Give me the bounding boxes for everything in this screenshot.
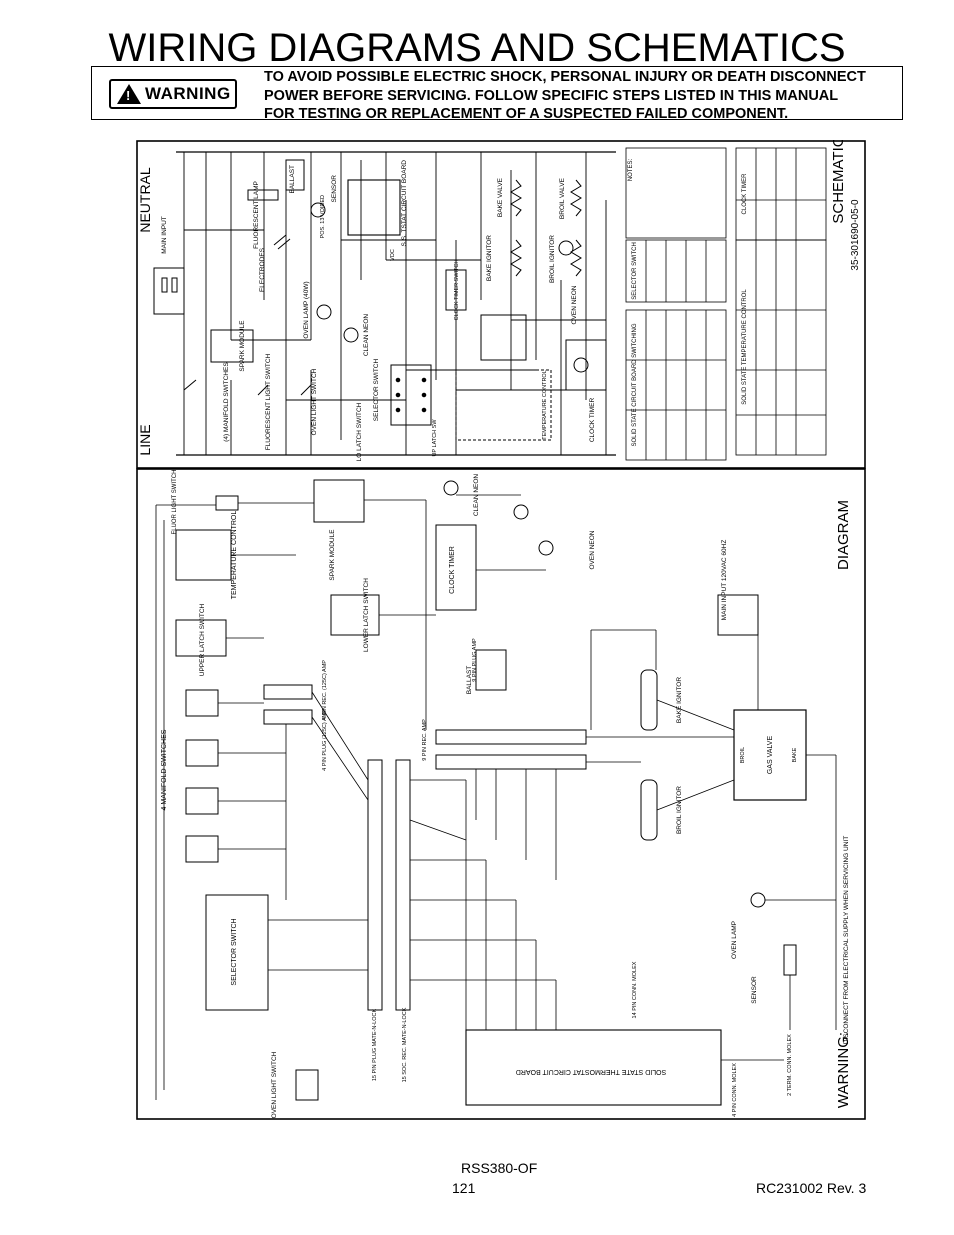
selector-table-title: SELECTOR SWITCH: [632, 242, 638, 300]
d-plug4-label: 4 PIN PLUG (125C) AMP: [322, 709, 328, 771]
footer-page-number: 121: [452, 1180, 476, 1196]
warning-line: TO AVOID POSSIBLE ELECTRIC SHOCK, PERSON…: [264, 69, 866, 85]
broil-valve-label: BROIL VALVE: [559, 177, 566, 219]
d-manifold-label: 4 MANIFOLD SWITCHES: [161, 729, 168, 810]
diagram-section: TEMPERATURE CONTROL UPPER LATCH SWITCH 4…: [155, 470, 852, 1118]
bake-valve-label: BAKE VALVE: [497, 177, 504, 217]
d-lower-latch-label: LOWER LATCH SWITCH: [363, 578, 370, 652]
main-input-label: MAIN INPUT: [161, 216, 168, 254]
diagram-section-label: DIAGRAM: [835, 500, 852, 570]
fluorescent-lamp-label: FLUORESCENT LAMP: [253, 181, 260, 249]
schematic-frame: [136, 140, 866, 469]
clock-timer-table-title: CLOCK TIMER: [742, 173, 748, 215]
up-latch-sw-label: UP LATCH SW: [432, 419, 438, 457]
broil-ignitor-label: BROIL IGNITOR: [549, 235, 556, 283]
clock-timer-label: CLOCK TIMER: [589, 398, 596, 443]
d-ss-board-label: SOLID STATE THERMOSTAT CIRCUIT BOARD: [516, 1068, 666, 1075]
d-valve-broil-label: BROIL: [740, 747, 746, 764]
d-spark-label: SPARK MODULE: [329, 529, 336, 581]
d-fluor-switch-label: FLUOR LIGHT SWITCH: [172, 470, 178, 535]
diagram-warning-label: WARNING:: [835, 1032, 852, 1108]
d-clock-label: CLOCK TIMER: [449, 546, 456, 594]
d-gas-valve-label: GAS VALVE: [767, 736, 774, 775]
d-sensor-label: SENSOR: [751, 976, 758, 1004]
temperature-table-title: SOLID STATE TEMPERATURE CONTROL: [742, 289, 748, 405]
pos13-label: POS. 13 VOIDED: [320, 195, 326, 238]
d-oven-neon-label: OVEN NEON: [589, 530, 596, 569]
neutral-label: NEUTRAL: [137, 167, 153, 233]
d-plug9-label: 9 PIN PLUG AMP: [472, 638, 478, 682]
d-broil-ignitor-label: BROIL IGNITOR: [676, 786, 683, 834]
d-ballast-label: BALLAST: [466, 666, 473, 695]
d-bake-ignitor-label: BAKE IGNITOR: [676, 677, 683, 723]
d-valve-bake-label: BAKE: [792, 747, 798, 762]
d-oven-lamp-label: OVEN LAMP: [731, 921, 738, 959]
warning-text: TO AVOID POSSIBLE ELECTRIC SHOCK, PERSON…: [264, 68, 896, 124]
ballast-label: BALLAST: [289, 165, 296, 194]
electrodes-label: ELECTRODES: [259, 247, 266, 292]
wiring-diagram-figure: NEUTRAL LINE: [136, 140, 866, 1120]
spark-module-label: SPARK MODULE: [239, 320, 246, 372]
d-upper-latch-label: UPPER LATCH SWITCH: [199, 603, 206, 676]
schematic-section-label: SCHEMATIC: [830, 140, 847, 224]
vdc-label: VDC: [390, 249, 396, 261]
manifold-switches-label: (4) MANIFOLD SWITCHES: [223, 362, 230, 442]
d-rec4-label: 4 PIN REC. (125C) AMP: [322, 660, 328, 720]
d-conn2-label: 2 TERM. CONN. MOLEX: [787, 1034, 793, 1096]
d-main-input-label: MAIN INPUT 120VAC 60HZ: [721, 540, 728, 621]
ss-board-label: S.S. TSTAT CIRCUIT BOARD: [401, 160, 408, 247]
temperature-control-label: TEMPERATURE CONTROL: [542, 370, 548, 440]
diagram-frame: [136, 468, 866, 1120]
notes-heading: NOTES:: [628, 159, 634, 182]
schematic-section: NEUTRAL LINE: [137, 140, 861, 461]
warning-badge-label: WARNING: [145, 84, 231, 103]
diagram-warning-text: DISCONNECT FROM ELECTRICAL SUPPLY WHEN S…: [843, 836, 850, 1044]
d-conn4-label: 4 PIN CONN. MOLEX: [732, 1063, 738, 1117]
footer-model: RSS380-OF: [461, 1160, 538, 1176]
clock-timer-switch-label: CLOCK TIMER SWITCH: [454, 260, 460, 321]
d-rec9-label: 9 PIN REC. AMP: [422, 719, 428, 761]
drawing-number: 35-301690-05-0: [850, 199, 861, 271]
warning-box: ! WARNING TO AVOID POSSIBLE ELECTRIC SHO…: [91, 66, 903, 122]
oven-neon-label: OVEN NEON: [571, 285, 578, 324]
warning-line: FOR TESTING OR REPLACEMENT OF A SUSPECTE…: [264, 106, 789, 122]
d-rec15-label: 15 SOC. REC. MATE-N-LOCK: [402, 1007, 408, 1082]
selector-switch-label: SELECTOR SWITCH: [373, 359, 380, 422]
d-conn14-label: 14 PIN CONN. MOLEX: [632, 961, 638, 1018]
page-title: WIRING DIAGRAMS AND SCHEMATICS: [108, 26, 846, 70]
bake-ignitor-label: BAKE IGNITOR: [486, 235, 493, 281]
d-plug15-label: 15 PIN PLUG MATE-N-LOCK: [372, 1009, 378, 1082]
sensor-label: SENSOR: [331, 175, 338, 203]
line-label: LINE: [137, 424, 153, 455]
d-oven-light-label: OVEN LIGHT SWITCH: [271, 1051, 278, 1118]
board-switching-title: SOLID STATE CIRCUIT BOARD SWITCHING: [632, 323, 638, 446]
fluorescent-light-switch-label: FLUORESCENT LIGHT SWITCH: [265, 353, 272, 450]
warning-badge: ! WARNING: [109, 79, 237, 109]
d-selector-label: SELECTOR SWITCH: [231, 918, 238, 985]
oven-lamp-label: OVEN LAMP (40W): [303, 281, 310, 338]
lo-latch-switch-label: LO LATCH SWITCH: [356, 402, 363, 461]
warning-triangle-icon: !: [117, 84, 141, 104]
clean-neon-label: CLEAN NEON: [363, 314, 370, 357]
oven-light-switch-label: OVEN LIGHT SWITCH: [311, 368, 318, 435]
footer-doc-id: RC231002 Rev. 3: [756, 1180, 867, 1196]
warning-line: POWER BEFORE SERVICING. FOLLOW SPECIFIC …: [264, 87, 839, 104]
